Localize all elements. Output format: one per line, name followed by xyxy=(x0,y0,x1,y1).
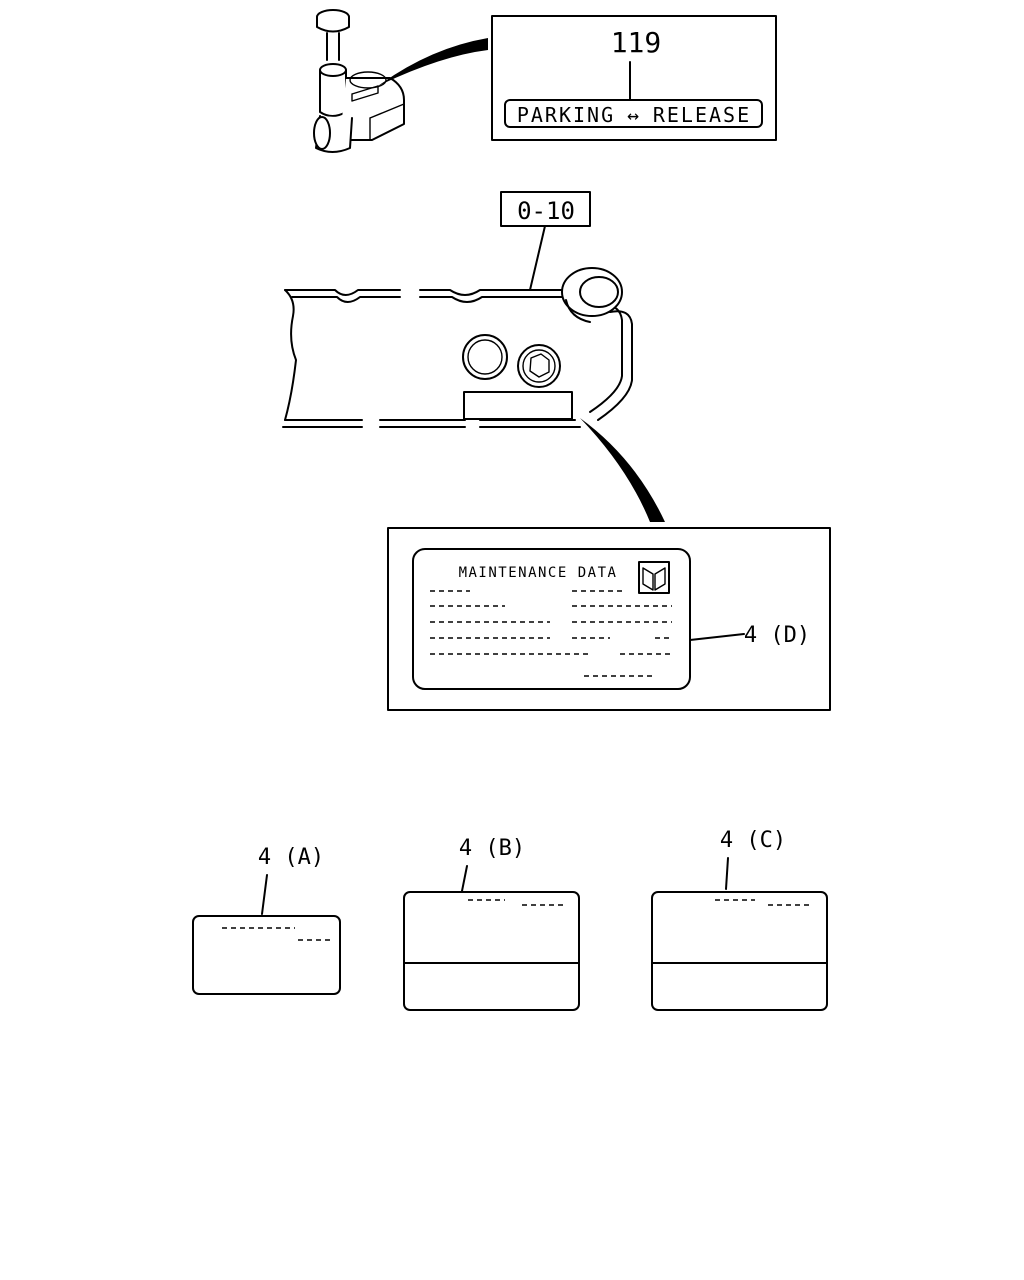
parking-label-right: RELEASE xyxy=(653,103,751,127)
label-b: 4 (B) xyxy=(403,836,580,1011)
label-c: 4 (C) xyxy=(651,828,828,1011)
grease-fitting-callout: 0-10 xyxy=(500,191,591,291)
label-a-callout: 4 (A) xyxy=(258,845,324,870)
parking-label-arrow: ↔ xyxy=(627,103,639,127)
parking-leader xyxy=(378,38,488,86)
label-b-callout: 4 (B) xyxy=(459,836,525,861)
maintenance-title: MAINTENANCE DATA xyxy=(459,565,618,581)
label-d-callout: 4 (D) xyxy=(744,623,810,648)
maintenance-panel: MAINTENANCE DATA 4 (D) xyxy=(387,527,831,711)
parking-valve-part-number: 119 xyxy=(611,26,662,59)
label-a: 4 (A) xyxy=(192,845,341,995)
label-c-callout: 4 (C) xyxy=(720,828,786,853)
frame-housing-drawing xyxy=(282,267,633,428)
maintenance-leader xyxy=(580,418,665,522)
parking-callout-box: 119 PARKING ↔ RELEASE xyxy=(491,15,777,141)
book-icon xyxy=(638,561,670,594)
parking-label-left: PARKING xyxy=(517,103,615,127)
parking-valve-drawing xyxy=(313,9,405,153)
grease-fitting-part-number: 0-10 xyxy=(517,197,575,225)
